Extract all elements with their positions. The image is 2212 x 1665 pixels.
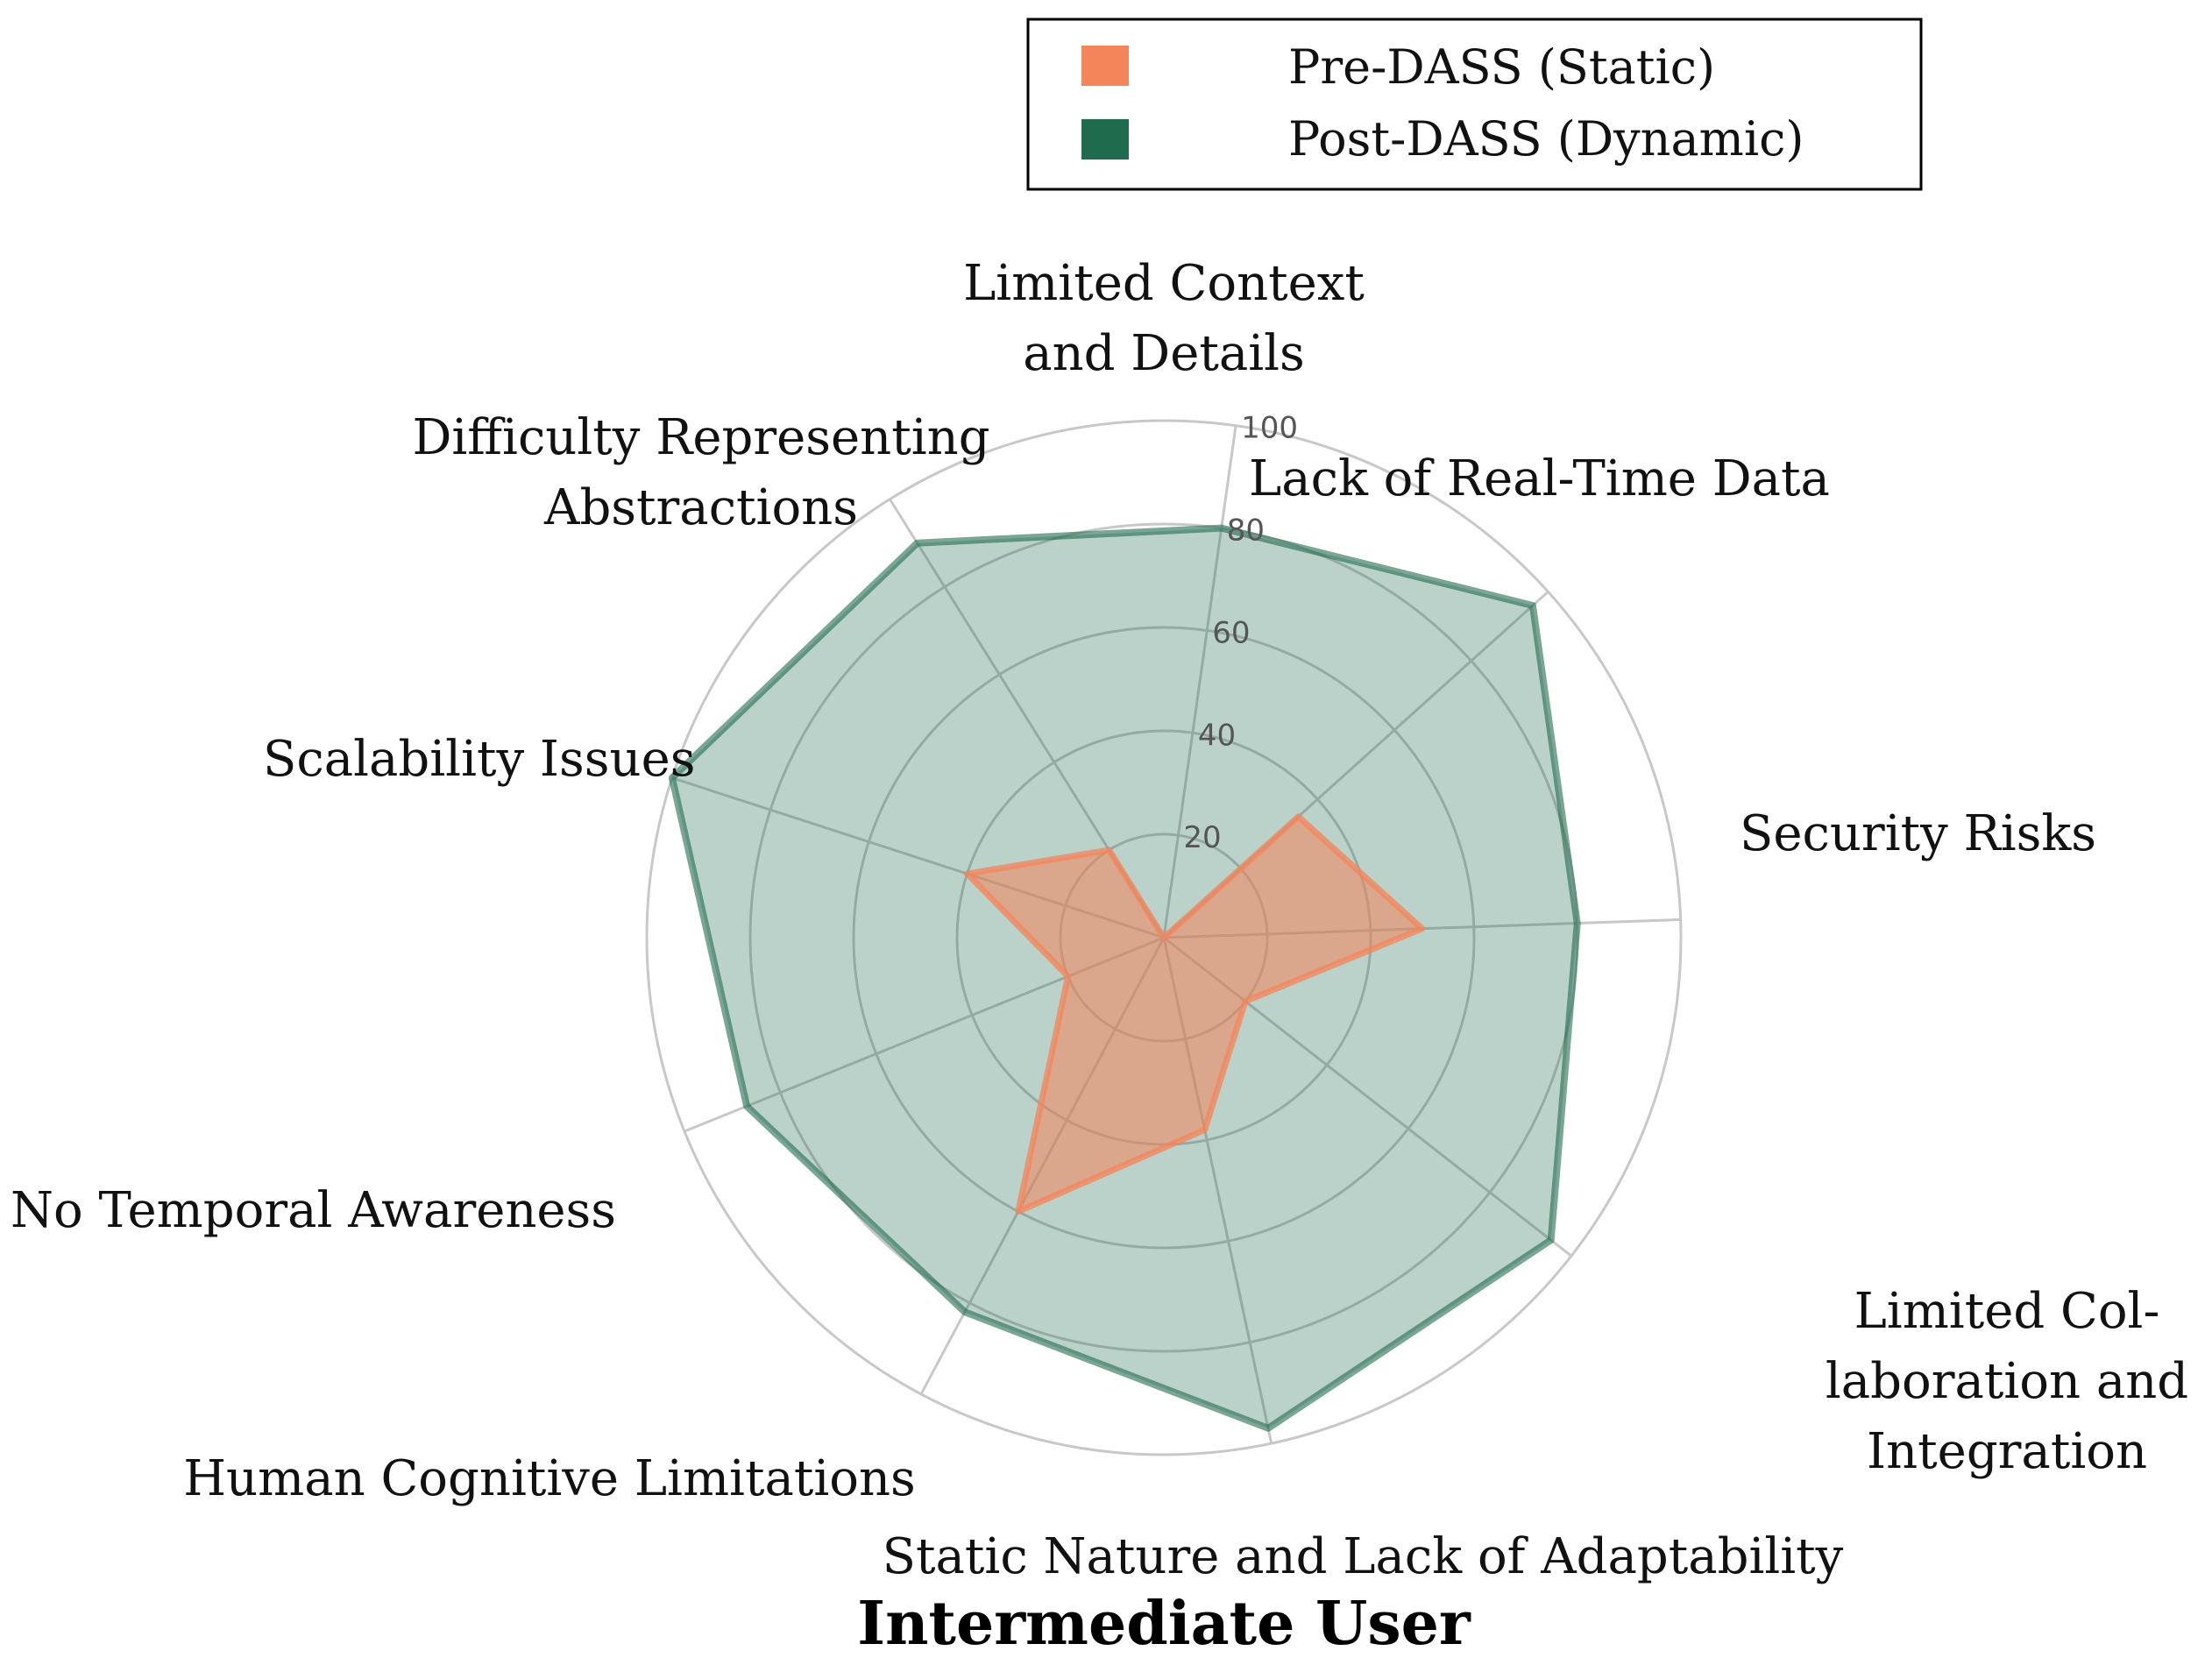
- category-label: Static Nature and Lack of Adaptability: [883, 1528, 1844, 1585]
- category-label: Security Risks: [1740, 805, 2096, 862]
- chart-title: Intermediate User: [857, 1589, 1471, 1659]
- axis-spoke: [1162, 425, 1237, 939]
- radial-tick-labels: 20 40 60 80 100: [1183, 411, 1298, 855]
- category-label: Limited Context: [963, 255, 1365, 312]
- legend-label-post-dass: Post-DASS (Dynamic): [1288, 111, 1804, 166]
- legend-swatch-post-dass: [1081, 119, 1129, 159]
- category-label: Integration: [1867, 1423, 2147, 1480]
- category-label: Lack of Real-Time Data: [1249, 450, 1830, 507]
- legend-frame: [1026, 18, 1923, 191]
- grid-ring-60: [852, 626, 1476, 1250]
- category-label: Difficulty Representing: [412, 409, 989, 466]
- category-label: laboration and: [1826, 1353, 2188, 1410]
- category-label: Human Cognitive Limitations: [183, 1450, 916, 1507]
- series-pre-dass-area: [964, 813, 1426, 1215]
- legend-label-pre-dass: Pre-DASS (Static): [1288, 39, 1715, 95]
- radial-tick-label: 20: [1183, 820, 1221, 855]
- radial-tick-label: 80: [1227, 514, 1265, 549]
- radial-tick-label: 100: [1241, 411, 1298, 446]
- radial-tick-label: 60: [1212, 615, 1250, 650]
- category-label: No Temporal Awareness: [11, 1182, 616, 1239]
- radar-series: [668, 524, 1581, 1432]
- category-label: Limited Col-: [1854, 1283, 2160, 1340]
- legend: Pre-DASS (Static) Post-DASS (Dynamic): [1026, 18, 1923, 191]
- legend-swatch-pre-dass: [1081, 46, 1129, 86]
- category-label: Scalability Issues: [263, 731, 695, 788]
- radial-tick-label: 40: [1198, 718, 1236, 753]
- category-label: Abstractions: [543, 479, 858, 536]
- grid-ring-100: [645, 419, 1683, 1456]
- category-label: and Details: [1023, 325, 1305, 382]
